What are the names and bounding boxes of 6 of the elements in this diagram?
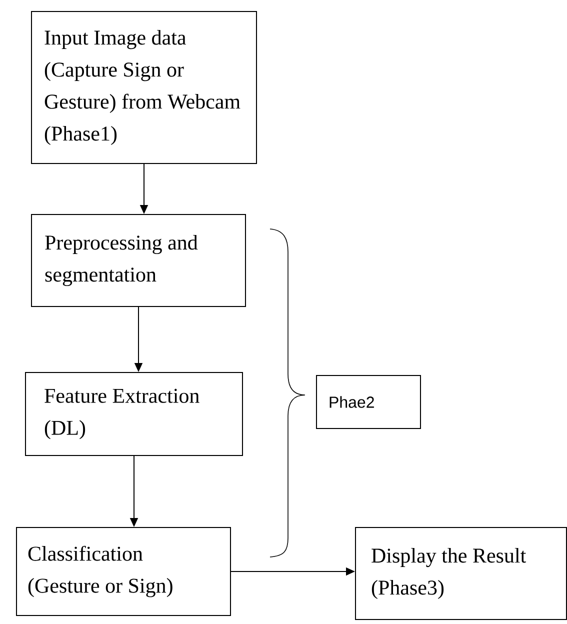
phase-box: Phae2: [316, 375, 421, 429]
process-box: Preprocessing and segmentation: [31, 214, 246, 307]
process-box: Classification (Gesture or Sign): [16, 527, 231, 616]
process-box: Feature Extraction (DL): [25, 372, 243, 456]
process-box: Display the Result (Phase3): [355, 527, 567, 620]
process-box: Input Image data (Capture Sign or Gesture) from Webcam (Phase1): [31, 11, 257, 164]
